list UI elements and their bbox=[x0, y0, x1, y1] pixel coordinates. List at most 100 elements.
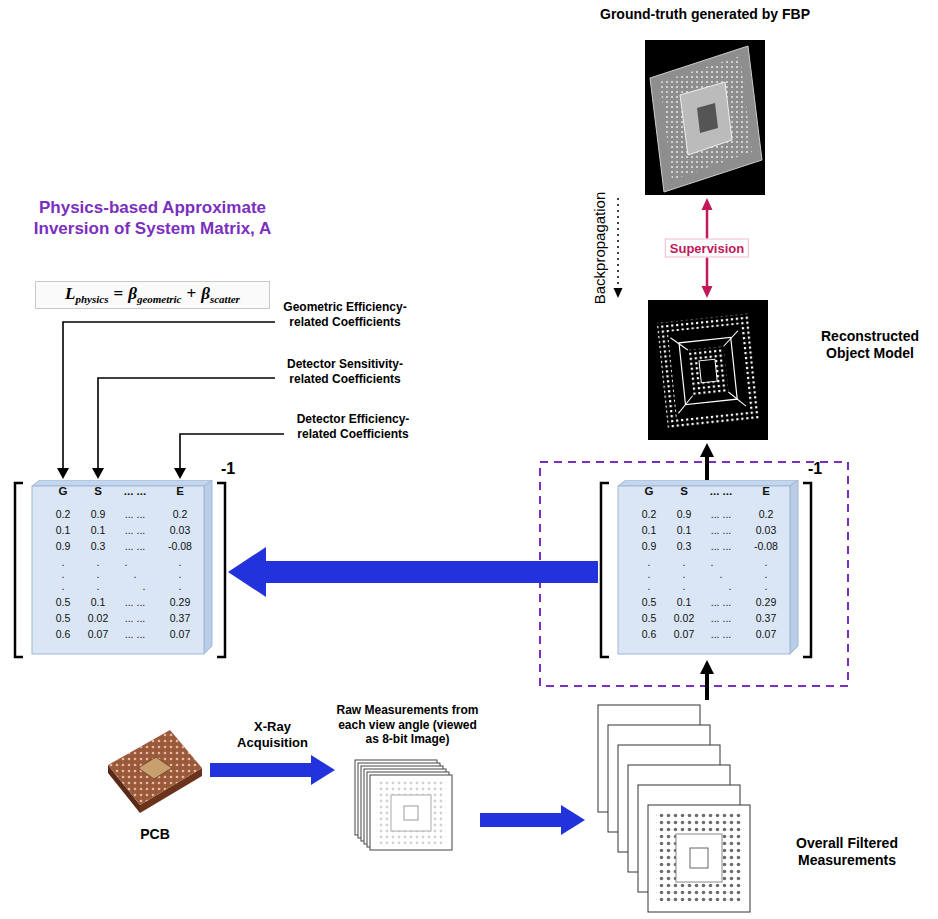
matrix-cell: 0.9 bbox=[642, 541, 657, 552]
arrowhead bbox=[614, 288, 623, 298]
leader-arrows bbox=[57, 322, 284, 479]
matrix-cell: 0.03 bbox=[170, 525, 190, 536]
formula-symbol: + bbox=[187, 284, 197, 303]
formula-subscript: scatter bbox=[210, 293, 240, 305]
matrix-top-face bbox=[32, 480, 212, 486]
formula-line: Lphysics=βgeometric+βscatter bbox=[65, 284, 240, 306]
column-header: ... ... bbox=[710, 486, 732, 498]
matrix-cell: 0.9 bbox=[56, 541, 71, 552]
arrowhead bbox=[700, 660, 714, 674]
column-header: E bbox=[176, 486, 184, 498]
matrix-cell: . bbox=[62, 569, 65, 580]
matrix-bracket bbox=[217, 483, 225, 657]
column-header: ... ... bbox=[124, 486, 146, 498]
matrix-cell: 0.07 bbox=[170, 629, 190, 640]
matrix-cell: ... ... bbox=[711, 613, 731, 624]
matrix-cell: ... ... bbox=[125, 525, 145, 536]
matrix-cell: ... ... bbox=[711, 541, 731, 552]
connector-line bbox=[617, 198, 619, 289]
connector-line bbox=[265, 561, 598, 583]
matrix-cell: 0.1 bbox=[677, 525, 692, 536]
matrix-outline bbox=[598, 480, 814, 660]
matrix-side-face bbox=[204, 480, 212, 654]
matrix-cell: . bbox=[765, 581, 768, 592]
matrix-cell: 0.5 bbox=[56, 597, 71, 608]
matrix-cell: ... ... bbox=[125, 509, 145, 520]
matrix-cell: 0.5 bbox=[642, 613, 657, 624]
matrix-cell: . bbox=[648, 569, 651, 580]
system-matrix: GS... ...E0.20.9... ...0.20.10.1... ...0… bbox=[12, 480, 228, 660]
matrix-cell: 0.2 bbox=[56, 509, 71, 520]
matrix-cell: . bbox=[683, 569, 686, 580]
matrix-cell: . bbox=[179, 569, 182, 580]
caption: Ground-truth generated by FBP bbox=[590, 6, 820, 23]
matrix-cell: . bbox=[648, 581, 651, 592]
matrix-cell: 0.07 bbox=[756, 629, 776, 640]
matrix-cell: . bbox=[711, 557, 714, 568]
arrowhead bbox=[702, 286, 713, 298]
matrix-face bbox=[32, 486, 204, 654]
image-panel: Overall Filtered Measurements bbox=[585, 700, 936, 915]
matrix-side-face bbox=[790, 480, 798, 654]
caption: Raw Measurements from each view angle (v… bbox=[335, 703, 480, 747]
edge-label: Supervision bbox=[665, 239, 749, 258]
matrix-cell: . bbox=[97, 569, 100, 580]
matrix-cell: 0.1 bbox=[677, 597, 692, 608]
matrix-face bbox=[618, 486, 790, 654]
matrix-cell: -0.08 bbox=[168, 541, 192, 552]
ground-truth-image bbox=[645, 40, 765, 195]
matrix-cell: 0.5 bbox=[642, 597, 657, 608]
caption: Overall Filtered Measurements bbox=[767, 835, 927, 869]
formula-subscript: physics bbox=[76, 293, 109, 305]
pcb-picture bbox=[108, 730, 202, 813]
section-heading: Physics-based Approximate Inversion of S… bbox=[20, 197, 285, 240]
matrix-cell: . bbox=[179, 581, 182, 592]
connector-line bbox=[705, 456, 709, 480]
matrix-cell: ... ... bbox=[711, 597, 731, 608]
matrix-cell: 0.6 bbox=[642, 629, 657, 640]
matrix-cell: . bbox=[179, 557, 182, 568]
matrix-cell: ... ... bbox=[711, 525, 731, 536]
matrix-cell: . bbox=[683, 581, 686, 592]
matrix-bracket bbox=[15, 483, 23, 657]
column-header: E bbox=[762, 486, 770, 498]
arrow-connector bbox=[700, 443, 714, 480]
matrix-cell: 0.1 bbox=[642, 525, 657, 536]
arrow-connector bbox=[480, 805, 585, 835]
matrix-cell: ... ... bbox=[125, 597, 145, 608]
matrix-cell: 0.9 bbox=[677, 509, 692, 520]
matrix-cell: 0.2 bbox=[173, 509, 188, 520]
matrix-cell: 0.02 bbox=[674, 613, 694, 624]
connector-line bbox=[705, 673, 709, 700]
formula-symbol: β bbox=[201, 284, 210, 303]
annotation: Detector Efficiency-related Coefficients bbox=[288, 412, 418, 442]
edge-label: Backpropagation bbox=[591, 192, 608, 305]
matrix-cell: ... ... bbox=[125, 613, 145, 624]
column-header: G bbox=[59, 486, 68, 498]
arrowhead bbox=[700, 443, 714, 457]
connector-line bbox=[480, 813, 562, 827]
caption: PCB bbox=[100, 826, 210, 843]
matrix-cell: . bbox=[765, 569, 768, 580]
matrix-cell: 0.5 bbox=[56, 613, 71, 624]
formula-symbol: L bbox=[65, 284, 75, 303]
matrix-cell: . bbox=[62, 557, 65, 568]
arrowhead bbox=[561, 805, 585, 835]
matrix-cell: 0.6 bbox=[56, 629, 71, 640]
matrix-cell: . bbox=[97, 581, 100, 592]
image-panel: PCB bbox=[100, 722, 210, 847]
matrix-top-face bbox=[618, 480, 798, 486]
matrix-cell: 0.1 bbox=[91, 525, 106, 536]
matrix-cell: 0.1 bbox=[56, 525, 71, 536]
inverse-exponent: -1 bbox=[221, 460, 251, 478]
matrix-cell: ... ... bbox=[711, 629, 731, 640]
reconstructed-image bbox=[648, 300, 768, 440]
matrix-cell: 0.1 bbox=[91, 597, 106, 608]
edge-label: X-Ray Acquisition bbox=[227, 719, 319, 750]
matrix-cell: 0.2 bbox=[642, 509, 657, 520]
arrow-connector bbox=[210, 755, 335, 785]
matrix-cell: 0.07 bbox=[674, 629, 694, 640]
connector-line bbox=[210, 763, 312, 777]
